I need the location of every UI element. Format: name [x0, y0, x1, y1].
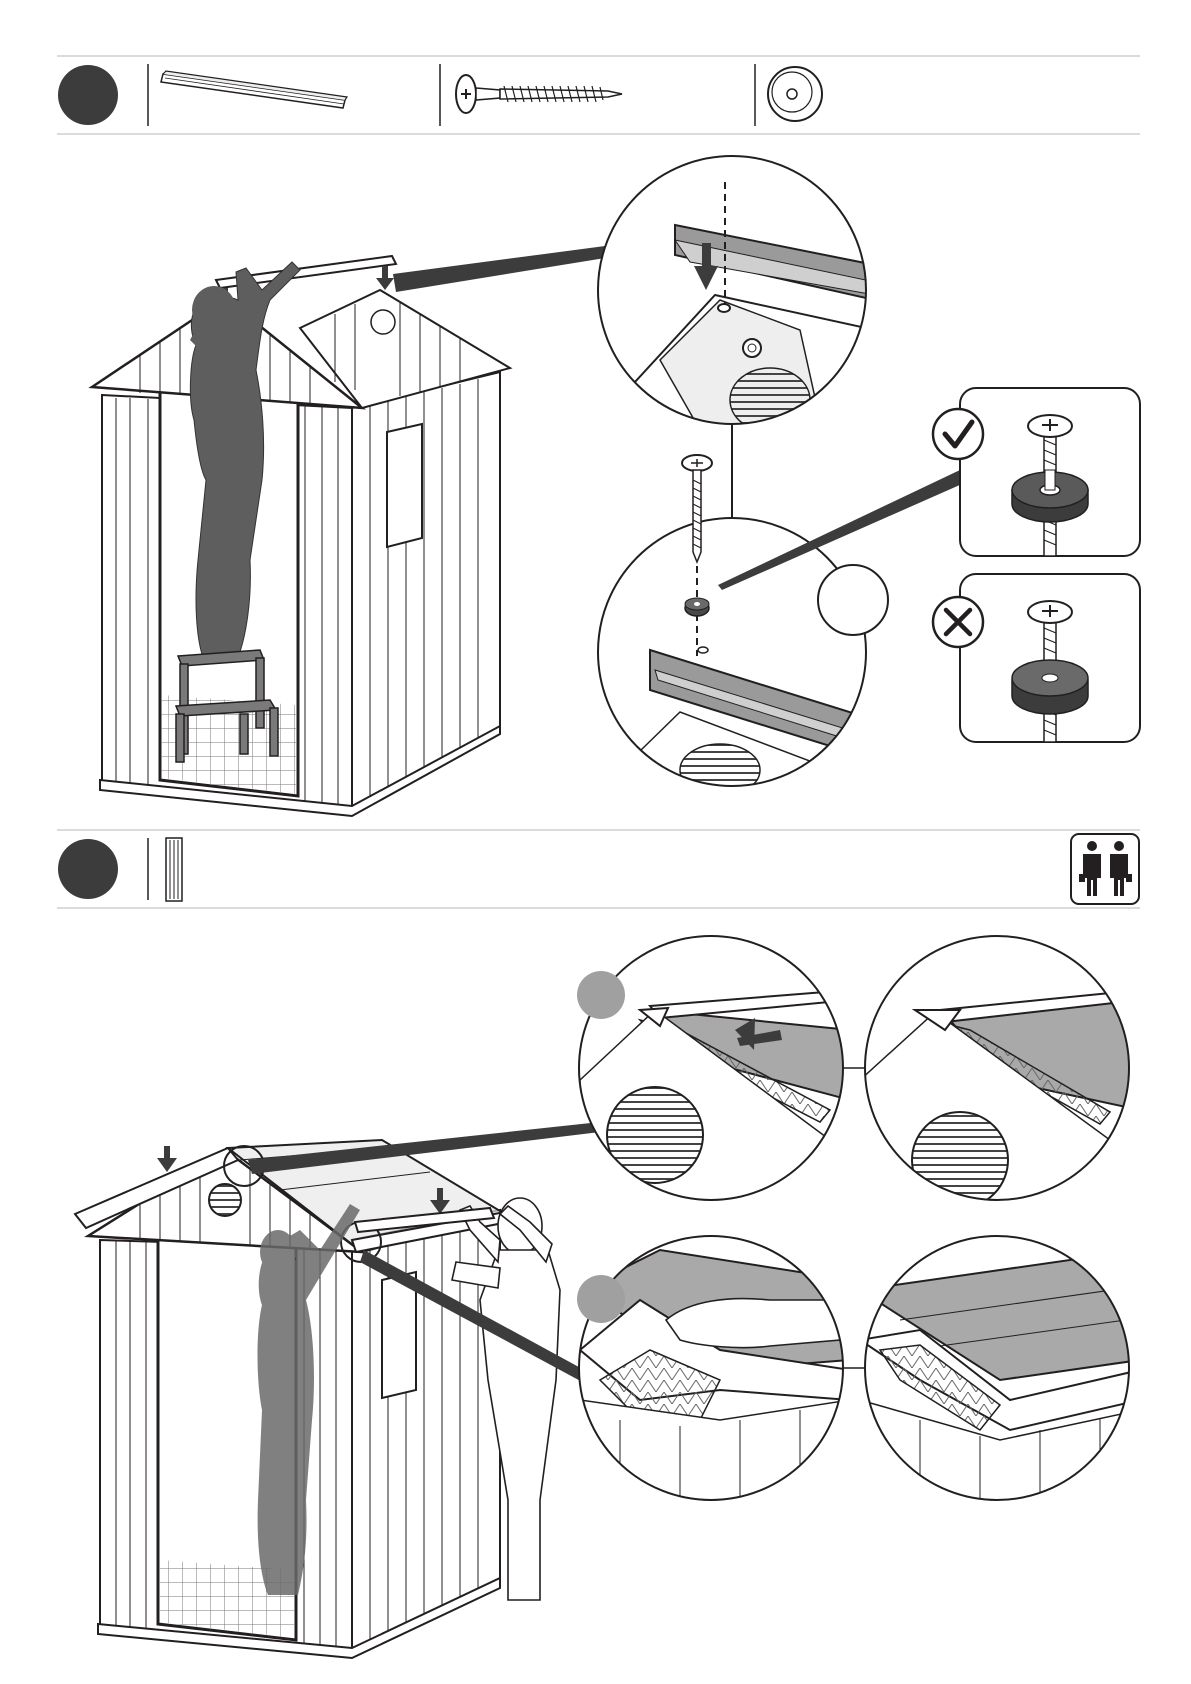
- washer-icon: [685, 598, 709, 616]
- shed-illustration-step-a: [92, 256, 510, 816]
- shed-window: [382, 1272, 416, 1398]
- sub-step-badge: [577, 1275, 625, 1323]
- callout-pointer: [393, 246, 605, 292]
- shed-illustration-step-b: [75, 1140, 560, 1658]
- sub-step-badge: [577, 971, 625, 1019]
- roof-panel-icon: [166, 838, 182, 901]
- hand-illustration: [666, 1299, 840, 1348]
- washer-icon: [768, 67, 822, 121]
- zoom-marker: [818, 565, 888, 635]
- detail-circle-ridge-fix: [598, 156, 875, 432]
- detail-circle-panel-seated: [860, 1236, 1140, 1520]
- detail-circle-screw-washer: [598, 518, 888, 800]
- step-badge: [58, 65, 118, 125]
- detail-correct-box: [933, 388, 1140, 556]
- step-a-header: [57, 56, 1140, 134]
- detail-circle-ridge-seated: [860, 936, 1140, 1220]
- step-badge: [58, 839, 118, 899]
- detail-incorrect-box: [933, 574, 1140, 742]
- check-icon: [933, 409, 983, 459]
- ridge-beam-icon: [161, 71, 347, 108]
- detail-circle-hand-press: [577, 1236, 850, 1520]
- detail-circle-ridge-slide: [577, 936, 850, 1220]
- screw-icon: [456, 75, 622, 113]
- cross-icon: [933, 597, 983, 647]
- shed-window: [387, 424, 422, 547]
- step-b-header: [57, 830, 1140, 908]
- gable-vent: [209, 1184, 241, 1216]
- two-person-icon: [1071, 834, 1139, 904]
